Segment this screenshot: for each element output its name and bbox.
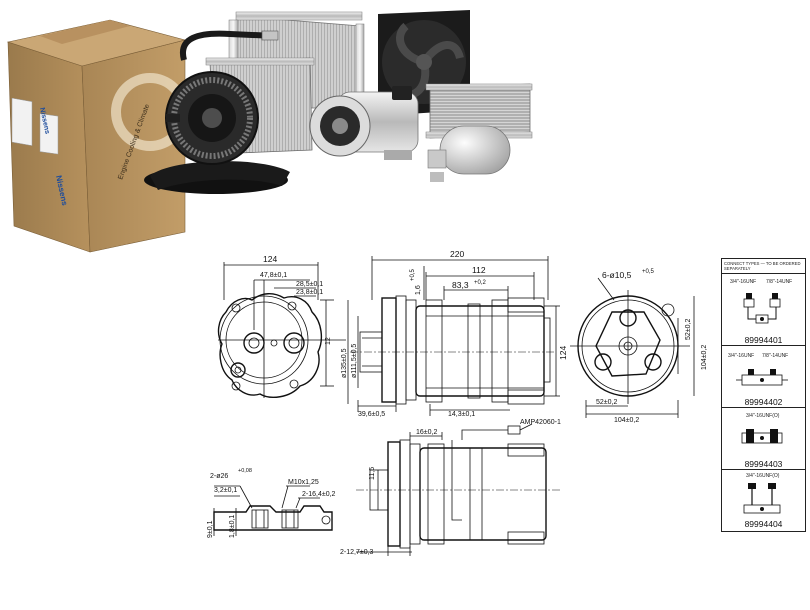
connector-fitting-1-icon (743, 293, 781, 324)
part-option-1-label-b: 7/8"-14UNF (766, 279, 793, 285)
dim-112: 112 (472, 265, 486, 275)
dim-124-top: 124 (263, 254, 277, 264)
compressor-rear-view (217, 262, 346, 398)
dim-3-2: 3,2±0,1 (214, 487, 237, 494)
part-code-4: 89994404 (744, 519, 783, 529)
dim-111: ø111,5±0,5 (351, 344, 358, 378)
dim-124-vertical: 124 (558, 346, 568, 360)
dim-2-12-7: 2-12,7±0,3 (340, 549, 374, 556)
port-section-detail (213, 485, 333, 536)
blower-fan-image (144, 71, 290, 194)
connector-part-table: CONNECT TYPES — TO BE ORDERED SEPARATELY… (721, 258, 806, 532)
dim-9: 9±0,1 (207, 520, 214, 538)
dim-23-8: 23,8±0,1 (296, 289, 323, 296)
dim-1-8: 1,8±0,1 (229, 515, 236, 538)
dim-1-6: 1,6 (415, 285, 422, 295)
dim-83-3: 83,3 (452, 280, 469, 290)
dim-52-horizontal: 52±0,2 (596, 399, 617, 406)
receiver-drier-image (427, 125, 511, 182)
dim-6-holes: 6-ø10,5 (602, 270, 632, 280)
compressor-front-view (570, 277, 695, 418)
connector-fitting-2-icon (736, 369, 788, 386)
dim-220: 220 (450, 249, 464, 259)
part-code-3: 89994403 (744, 459, 783, 469)
dim-14-3: 14,3±0,1 (448, 411, 475, 418)
dim-52-vertical: 52±0,2 (685, 319, 692, 340)
dim-1-6-tol: +0,5 (410, 268, 416, 281)
dim-12-left: 12 (325, 337, 332, 345)
dim-amp-connector: AMP42060-1 (520, 419, 561, 426)
part-option-1: 3/4"-16UNF 7/8"-14UNF 89994401 (722, 273, 805, 346)
dim-135: ø135±0,5 (341, 348, 348, 378)
part-option-4: 3/4"-16UNF(O) 89994404 (722, 469, 805, 531)
connector-fitting-3-icon (741, 429, 783, 444)
part-option-1-label-a: 3/4"-16UNF (730, 279, 757, 285)
dim-39-6: 39,6±0,5 (358, 411, 385, 418)
part-code-2: 89994402 (744, 397, 783, 407)
connector-fitting-4-icon (743, 483, 781, 514)
part-table-header-text: CONNECT TYPES — TO BE ORDERED SEPARATELY (724, 261, 801, 271)
compressor-side-view (347, 256, 560, 416)
dim-83-3-tol: +0,2 (474, 280, 487, 286)
part-option-2: 3/4"-16UNF 7/8"-14UNF 89994402 (722, 345, 805, 408)
part-option-2-label-b: 7/8"-14UNF (762, 353, 789, 359)
dim-2-26-tol: +0,08 (238, 468, 252, 474)
dim-6-holes-tol: +0,5 (642, 269, 655, 275)
part-option-2-label-a: 3/4"-16UNF (728, 353, 755, 359)
part-option-3-label-a: 3/4"-16UNF(O) (746, 413, 780, 419)
dim-11-5: 11,5 (369, 467, 376, 480)
dim-16: 16±0,2 (416, 429, 437, 436)
part-code-1: 89994401 (744, 335, 783, 345)
part-option-4-label-a: 3/4"-16UNF(O) (746, 473, 780, 479)
dim-2-16-4: 2-16,4±0,2 (302, 491, 336, 498)
compressor-image (309, 86, 419, 160)
dim-104-vertical: 104±0,2 (701, 345, 708, 370)
part-option-3: 3/4"-16UNF(O) 89994403 (722, 407, 805, 470)
dim-47-8: 47,8±0,1 (260, 272, 287, 279)
dim-104-horizontal: 104±0,2 (614, 417, 639, 424)
cardboard-box: Engine Cooling & Climate (6, 19, 189, 253)
dim-28-5: 28,5±0,1 (296, 281, 323, 288)
compressor-lower-side-view (356, 423, 560, 556)
dim-m10: M10x1,25 (288, 479, 319, 486)
part-table-header: CONNECT TYPES — TO BE ORDERED SEPARATELY (722, 259, 805, 274)
dim-2-26: 2-ø26 (210, 473, 228, 480)
